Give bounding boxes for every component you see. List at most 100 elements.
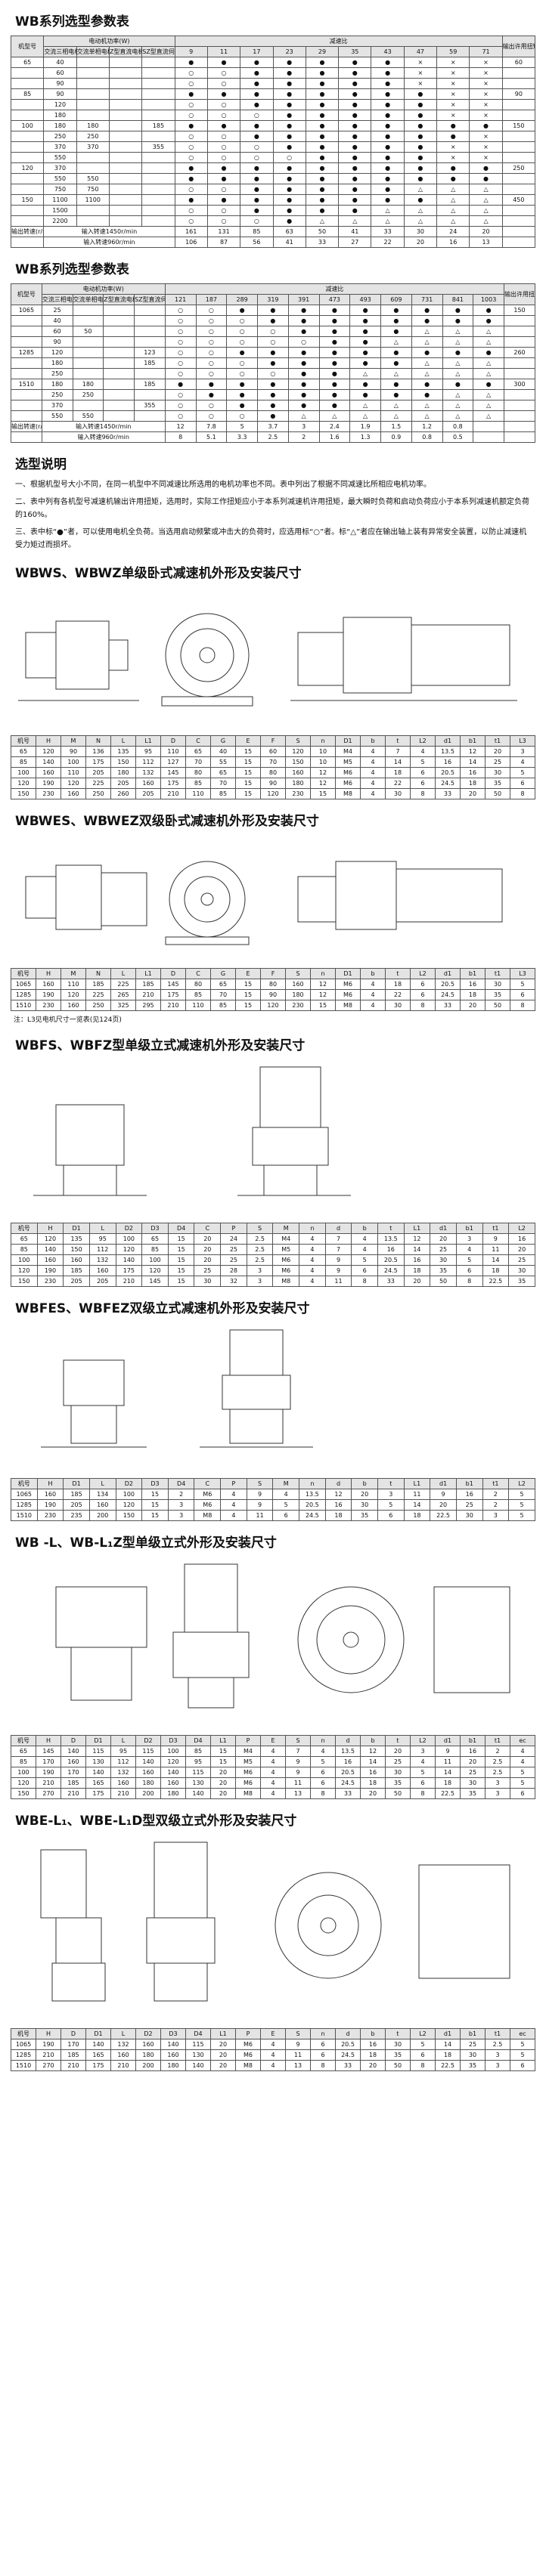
section-title-wbws: WBWS、WBWZ单级卧式减速机外形及安装尺寸	[15, 566, 302, 581]
power-cell	[72, 357, 104, 369]
column-header: d1	[435, 968, 461, 979]
table-cell: 15	[310, 1000, 336, 1011]
power-cell: 370	[76, 141, 110, 153]
column-header: L1	[210, 2028, 236, 2039]
column-header: 机号	[11, 1478, 38, 1489]
table-cell: 150	[11, 1276, 38, 1287]
power-cell: 180	[41, 379, 73, 390]
table-cell: 35	[385, 2049, 411, 2061]
rating-symbol: ●	[371, 152, 405, 163]
rating-symbol: ●	[305, 194, 340, 206]
header-ratio-value: 319	[257, 294, 289, 305]
rating-symbol: ●	[403, 110, 438, 121]
rating-symbol: ○	[195, 326, 228, 337]
header-power: 电动机功率(W)	[41, 283, 166, 295]
header-ratio-value: 473	[318, 294, 351, 305]
rating-symbol: △	[442, 357, 474, 369]
rating-symbol: △	[380, 400, 412, 411]
torque-cell	[501, 99, 536, 110]
table-cell: 30	[385, 1767, 411, 1778]
rating-symbol: ●	[371, 88, 405, 100]
rating-symbol: ●	[305, 57, 340, 68]
table-cell: 30	[385, 788, 411, 799]
rating-symbol: △	[473, 400, 504, 411]
rating-symbol: ●	[338, 184, 372, 195]
table-row: 90○○○○○●●△△△△	[11, 336, 535, 348]
power-cell: 250	[72, 389, 104, 400]
table-cell: 120	[285, 746, 311, 757]
table-cell: 4	[510, 1756, 535, 1767]
rating-symbol: △	[349, 400, 381, 411]
table-cell: 3	[167, 1499, 195, 1511]
speed-label: 输入转速960r/min	[41, 431, 166, 443]
speed-label: 输入转速1450r/min	[41, 421, 166, 432]
rating-symbol: ○	[226, 326, 258, 337]
rating-symbol: ×	[436, 67, 470, 79]
table-cell: 4	[220, 1499, 247, 1511]
rating-symbol: ●	[272, 67, 306, 79]
table-cell: 2	[482, 1489, 510, 1500]
power-cell: 355	[141, 141, 175, 153]
rating-symbol: ●	[174, 57, 208, 68]
table-cell: 35	[485, 989, 510, 1000]
table-cell: 13.5	[299, 1489, 326, 1500]
table-cell: 130	[85, 1756, 111, 1767]
column-header: D	[60, 2028, 86, 2039]
table-cell: 5	[510, 2039, 535, 2050]
rating-symbol: ●	[206, 162, 241, 174]
rating-symbol: ●	[174, 88, 208, 100]
speed-value: 13	[469, 237, 503, 248]
rating-symbol: △	[473, 336, 504, 348]
table-cell: 5	[510, 979, 535, 990]
table-cell: 5	[351, 1254, 378, 1266]
speed-value: 2.5	[257, 431, 289, 443]
table-cell: 230	[36, 1276, 64, 1287]
power-cell	[141, 88, 175, 100]
table-cell: 33	[435, 788, 461, 799]
table-cell: 35	[485, 778, 510, 789]
speed-value: 27	[338, 237, 372, 248]
table-cell: 14	[435, 1767, 461, 1778]
table-cell: 160	[285, 767, 311, 778]
table-cell: M6	[335, 989, 361, 1000]
table-cell: 22.5	[435, 2060, 461, 2071]
table-cell: 16	[324, 1499, 352, 1511]
rating-symbol: ○	[240, 152, 274, 163]
rating-symbol: ○	[164, 326, 197, 337]
header-torque: 输出许用扭矩 N·m	[501, 36, 536, 57]
table-cell: 160	[60, 1000, 86, 1011]
table-cell: 3	[482, 1510, 510, 1521]
table-cell: 20.5	[335, 1767, 361, 1778]
rating-symbol: ○	[195, 410, 228, 422]
torque-cell	[501, 110, 536, 121]
power-cell: 1500	[43, 205, 77, 216]
rating-symbol: ○	[174, 99, 208, 110]
rating-symbol: ●	[318, 336, 351, 348]
rating-symbol: ●	[338, 162, 372, 174]
table-cell: 120	[115, 1244, 143, 1255]
torque-cell	[504, 410, 535, 422]
torque-cell: 250	[501, 162, 536, 174]
torque-cell	[504, 389, 535, 400]
table-cell: 20	[210, 1788, 236, 1799]
table-cell: 18	[385, 979, 411, 990]
rating-symbol: ●	[240, 162, 274, 174]
table-cell: 6	[377, 1510, 405, 1521]
column-header: D4	[185, 2028, 211, 2039]
power-cell	[134, 410, 166, 422]
rating-symbol: ×	[469, 141, 503, 153]
speed-value: 1.3	[349, 431, 381, 443]
rating-symbol: ●	[305, 99, 340, 110]
table-cell: 8	[510, 788, 535, 799]
rating-symbol: ●	[305, 88, 340, 100]
power-cell	[108, 110, 143, 121]
power-cell	[76, 215, 110, 227]
rating-symbol: ●	[318, 379, 351, 390]
table-cell: 210	[135, 989, 161, 1000]
header-ratio-value: 9	[174, 46, 208, 57]
